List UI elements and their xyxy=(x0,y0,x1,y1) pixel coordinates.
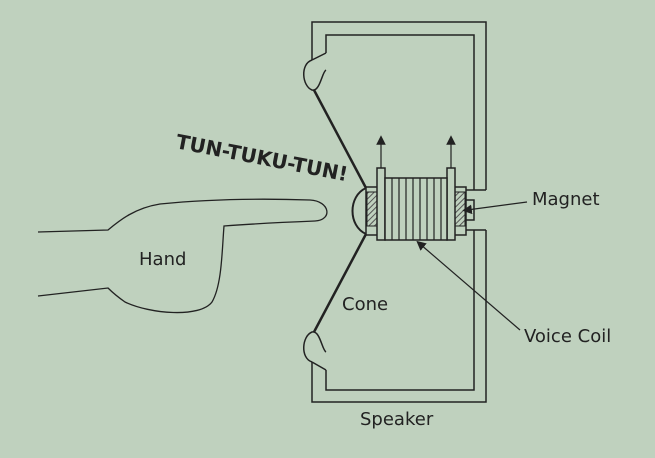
sound-label: TUN-TUKU-TUN! xyxy=(174,129,350,186)
speaker-housing xyxy=(311,21,487,403)
speaker-label: Speaker xyxy=(360,409,434,430)
magnet-label: Magnet xyxy=(532,189,600,210)
hand-label: Hand xyxy=(139,249,186,270)
dust-cap xyxy=(351,187,367,235)
coil-lead-arrows xyxy=(376,135,456,168)
voice-coil-windings xyxy=(391,178,442,240)
voice-coil xyxy=(376,167,456,241)
cone-label: Cone xyxy=(342,294,388,315)
leader-lines xyxy=(416,201,528,331)
cone-surround xyxy=(303,59,327,363)
hand-drawing xyxy=(37,198,328,314)
speaker-cone xyxy=(312,89,368,333)
voice-coil-label: Voice Coil xyxy=(524,326,611,347)
